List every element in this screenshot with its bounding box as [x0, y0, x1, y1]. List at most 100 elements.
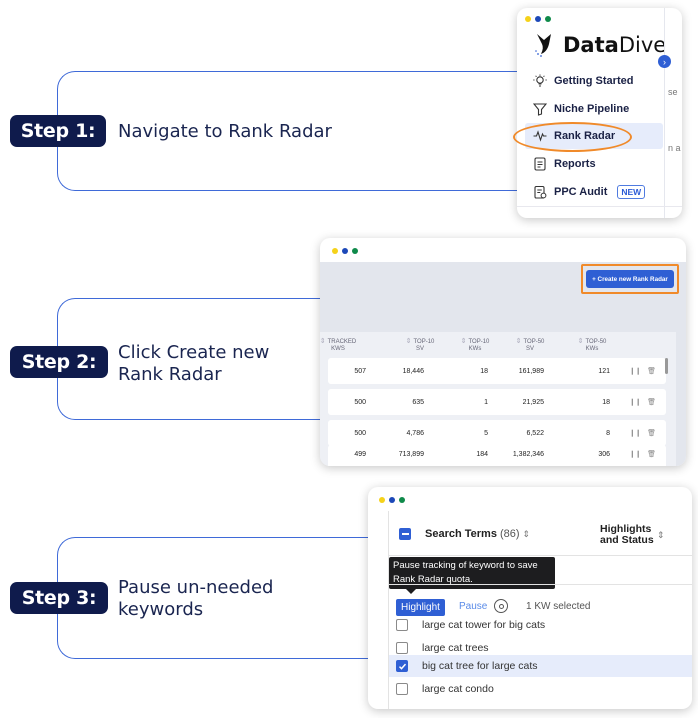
edge-text-2: n a [668, 143, 681, 153]
pause-icon[interactable]: ❙❙ [629, 430, 642, 437]
step-1-text: Navigate to Rank Radar [118, 121, 332, 142]
table-row[interactable]: 500 635 1 21,925 18 ❙❙🗑 [328, 389, 666, 415]
window-dots [332, 248, 358, 254]
cell-top50-sv: 6,522 [526, 430, 544, 437]
menu-panel: DataDive › se n a Getting Started Niche … [517, 8, 682, 218]
table-row[interactable]: 500 4,786 5 6,522 8 ❙❙ 🗑 [328, 420, 666, 446]
list-item[interactable]: large cat condo [386, 679, 676, 699]
highlight-button[interactable]: Highlight [396, 599, 445, 616]
search-terms-header[interactable]: Search Terms (86) ⇕ [425, 528, 531, 540]
left-border-line [388, 511, 389, 709]
lightbulb-icon [533, 74, 547, 87]
datadive-logo: DataDive [535, 32, 666, 58]
window-dots [525, 16, 551, 22]
bird-logo-icon [535, 34, 551, 57]
rank-radar-highlight [513, 122, 632, 152]
header-divider [389, 555, 692, 556]
cell-top50-sv: 1,382,346 [512, 451, 544, 458]
trash-icon[interactable]: 🗑 [647, 399, 656, 406]
logo-bold-text: Data [563, 33, 619, 57]
sort-icon: ⇕ [657, 530, 665, 540]
document-icon [534, 157, 546, 171]
pause-icon[interactable]: ❙❙ [629, 368, 642, 375]
tooltip-divider [389, 584, 692, 585]
sidebar-item-ppc-audit[interactable]: PPC Audit NEW [533, 185, 646, 199]
keyword-checkbox-checked[interactable] [396, 660, 408, 672]
gauge-icon[interactable] [494, 599, 508, 613]
sidebar-item-label: PPC Audit [554, 186, 608, 198]
list-item[interactable]: large cat trees [386, 638, 676, 658]
cell-top50-kws: 121 [598, 368, 610, 375]
sidebar-item-label: Getting Started [554, 75, 634, 87]
cell-top50-sv: 21,925 [522, 399, 544, 406]
selected-count: 1 KW selected [526, 601, 591, 612]
cell-top50-kws: 8 [606, 430, 610, 437]
chevron-right-icon: › [663, 56, 666, 67]
keyword-checkbox[interactable] [396, 619, 408, 631]
logo-light-text: Dive [618, 33, 667, 57]
trash-icon[interactable]: 🗑 [647, 368, 656, 375]
bottom-divider [517, 206, 682, 207]
step-1-badge: Step 1: [10, 115, 106, 147]
cell-top10-sv: 18,446 [402, 368, 424, 375]
cell-top10-kws: 5 [484, 430, 488, 437]
keyword-checkbox[interactable] [396, 642, 408, 654]
pause-icon[interactable]: ❙❙ [629, 399, 642, 406]
step-3-badge: Step 3: [10, 582, 108, 614]
funnel-icon [533, 103, 547, 116]
trash-icon[interactable]: 🗑 [647, 430, 656, 437]
list-item[interactable]: large cat tower for big cats [386, 615, 676, 635]
cell-top50-kws: 18 [602, 399, 610, 406]
clipboard-icon [534, 185, 547, 199]
sidebar-item-label: Reports [554, 158, 596, 170]
collapse-button[interactable]: › [658, 55, 671, 68]
sidebar-item-niche-pipeline[interactable]: Niche Pipeline [533, 102, 629, 116]
trash-icon[interactable]: 🗑 [647, 451, 656, 458]
pause-button[interactable]: Pause [459, 601, 488, 612]
sidebar-divider [664, 8, 665, 218]
keyword-checkbox[interactable] [396, 683, 408, 695]
cell-top10-kws: 1 [484, 399, 488, 406]
sidebar-item-getting-started[interactable]: Getting Started [533, 74, 633, 88]
cell-top50-sv: 161,989 [518, 368, 544, 375]
tooltip-arrow [406, 589, 416, 594]
step-3-text: Pause un-needed keywords [118, 577, 274, 620]
create-new-rank-radar-button[interactable]: + Create new Rank Radar [586, 270, 674, 288]
cell-top10-kws: 184 [476, 451, 488, 458]
cell-top10-sv: 635 [412, 399, 424, 406]
keyword-text: big cat tree for large cats [422, 660, 538, 672]
cell-tracked-kws: 499 [354, 451, 366, 458]
cell-top10-sv: 4,786 [406, 430, 424, 437]
pause-icon[interactable]: ❙❙ [629, 451, 642, 458]
step-2-badge: Step 2: [10, 346, 108, 378]
list-item-selected[interactable]: big cat tree for large cats [389, 655, 692, 677]
cell-top10-sv: 713,899 [398, 451, 424, 458]
pause-tooltip: Pause tracking of keyword to save Rank R… [389, 557, 555, 589]
create-button-highlight [581, 264, 679, 294]
sidebar-item-label: Niche Pipeline [554, 103, 630, 115]
cell-tracked-kws: 500 [354, 430, 366, 437]
select-all-checkbox[interactable] [399, 528, 411, 540]
step-2-text: Click Create new Rank Radar [118, 342, 270, 385]
sidebar-item-reports[interactable]: Reports [533, 157, 596, 171]
table-row[interactable]: 499 713,899 184 1,382,346 306 ❙❙🗑 [328, 445, 666, 466]
cell-tracked-kws: 507 [354, 368, 366, 375]
cell-top10-kws: 18 [480, 368, 488, 375]
sort-icon: ⇕ [522, 528, 531, 539]
window-dots [379, 497, 405, 503]
keyword-text: large cat trees [422, 642, 489, 654]
keyword-text: large cat condo [422, 683, 494, 695]
table-row[interactable]: 507 18,446 18 161,989 121 ❙❙ 🗑 [328, 358, 666, 384]
keyword-text: large cat tower for big cats [422, 619, 546, 631]
edge-text-1: se [668, 87, 678, 97]
table-scrollbar[interactable] [665, 358, 668, 374]
new-badge: NEW [617, 185, 646, 199]
